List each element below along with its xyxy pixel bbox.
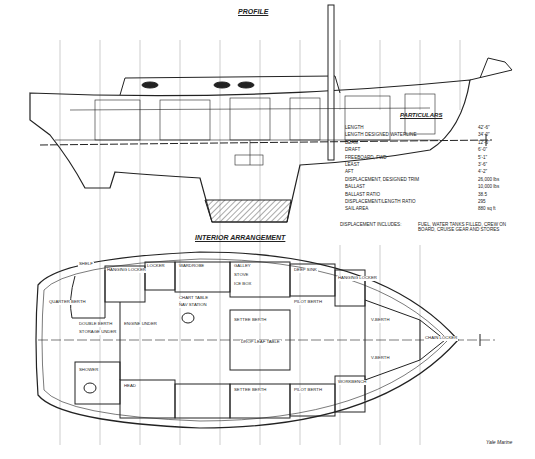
room-label: V-BERTH: [370, 356, 391, 361]
particular-value: 42'-6": [478, 125, 490, 130]
room-label: SETTEE BERTH: [233, 318, 267, 323]
particular-name: DISPLACEMENT, DESIGNED TRIM: [345, 177, 419, 182]
hull-profile: [30, 5, 512, 222]
note-text: FUEL, WATER TANKS FILLED, CREW ON BOARD,…: [418, 222, 513, 232]
designer-signature: Yale Marine: [486, 440, 512, 446]
room-label: V-BERTH: [370, 318, 391, 323]
particular-value: 3'-6": [478, 162, 487, 167]
room-label: ICE BOX: [233, 282, 252, 287]
particular-value: 12'-6": [478, 140, 490, 145]
room-label: PILOT BERTH: [293, 300, 323, 305]
room-label: QUARTER BERTH: [48, 300, 87, 305]
particular-value: 295: [478, 199, 486, 204]
room-label: ENGINE UNDER: [123, 322, 158, 327]
room-label: STORAGE UNDER: [78, 330, 117, 335]
particular-name: LENGTH DESIGNED WATERLINE: [345, 132, 416, 137]
particular-value: 5'-1": [478, 155, 487, 160]
room-label: DROP LEAF TABLE: [240, 340, 281, 345]
particular-name: AFT: [345, 169, 354, 174]
table-title: PARTICULARS: [400, 112, 442, 119]
hull-plan: [36, 252, 495, 428]
view-title: PROFILE: [238, 8, 268, 16]
room-label: SHELF: [78, 262, 94, 267]
particular-value: 38.5: [478, 192, 487, 197]
particular-name: DISPLACEMENT/LENGTH RATIO: [345, 199, 416, 204]
room-label: SETTEE BERTH: [233, 388, 267, 393]
particular-name: DRAFT: [345, 147, 360, 152]
room-label: HEAD: [123, 384, 137, 389]
room-label: HANGING LOCKER: [337, 276, 378, 281]
particular-name: LEAST: [345, 162, 360, 167]
particular-name: FREEBOARD, FWD: [345, 155, 387, 160]
particular-value: 26,000 lbs: [478, 177, 499, 182]
station-lines: [60, 40, 460, 445]
particular-name: BEAM: [345, 140, 358, 145]
room-label: DEEP SINK: [293, 268, 318, 273]
note-heading: DISPLACEMENT INCLUDES:: [340, 222, 401, 227]
particular-value: 34'-0": [478, 132, 490, 137]
room-label: NAV STATION: [178, 303, 208, 308]
room-label: WARDROBE: [178, 264, 205, 269]
particular-value: 4'-2": [478, 169, 487, 174]
room-label: PILOT BERTH: [293, 388, 323, 393]
room-label: GALLEY: [233, 264, 252, 269]
room-label: SHOWER: [78, 368, 99, 373]
room-label: HANGING LOCKER: [106, 268, 147, 273]
room-label: CHAIN LOCKER: [424, 336, 458, 341]
room-label: STOVE: [233, 273, 250, 278]
particular-name: BALLAST: [345, 184, 365, 189]
particular-name: BALLAST RATIO: [345, 192, 380, 197]
particular-name: SAIL AREA: [345, 206, 368, 211]
particular-value: 880 sq ft: [478, 206, 496, 211]
particular-value: 10,000 lbs: [478, 184, 499, 189]
room-label: DOUBLE BERTH: [78, 322, 113, 327]
particular-name: LENGTH: [345, 125, 364, 130]
room-label: CHART TABLE: [178, 296, 209, 301]
view-title: INTERIOR ARRANGEMENT: [195, 234, 285, 242]
room-label: LOCKER: [146, 264, 166, 269]
particular-value: 6'-0": [478, 147, 487, 152]
room-label: WORKBENCH: [337, 380, 367, 385]
